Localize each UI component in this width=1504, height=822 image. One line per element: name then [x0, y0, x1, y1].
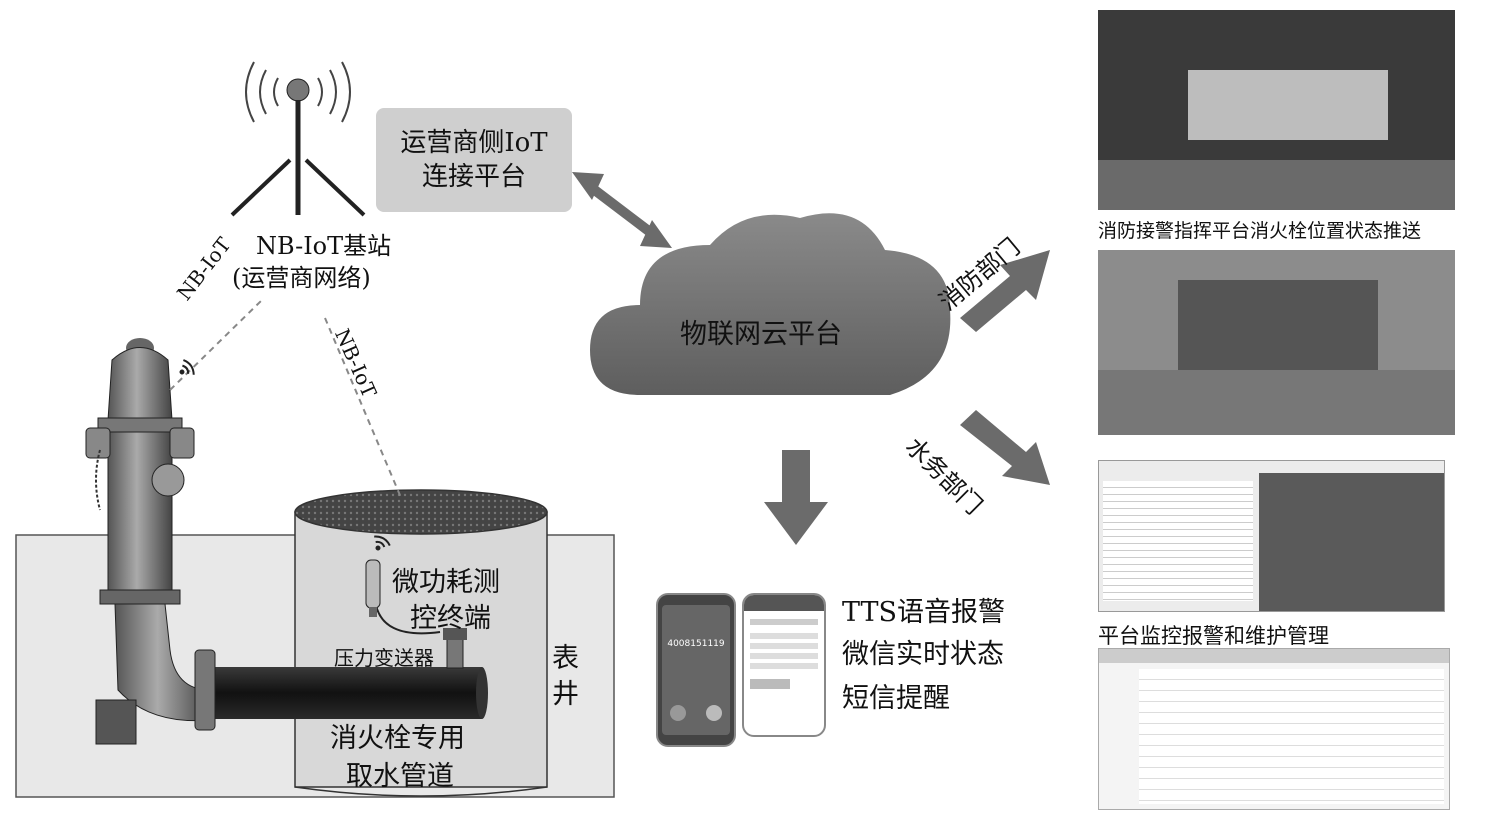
nbiot-link-hydrant — [169, 299, 263, 391]
maintenance-screenshot — [1098, 648, 1450, 810]
bidirectional-arrow — [572, 172, 672, 248]
alert-sms: 短信提醒 — [842, 683, 950, 714]
pipe-label: 消火栓专用 — [330, 723, 465, 754]
pipe-sublabel: 取水管道 — [346, 761, 454, 792]
decline-icon — [670, 705, 686, 721]
operator-platform-line1: 运营商侧IoT — [400, 128, 548, 158]
command-center-caption: 消防接警指挥平台消火栓位置状态推送 — [1098, 220, 1422, 242]
phone-call-screen: 4008151119 — [656, 593, 736, 747]
alert-tts: TTS语音报警 — [842, 597, 1006, 628]
meter-well-char2: 井 — [552, 679, 579, 710]
pressure-transmitter-label: 压力变送器 — [334, 646, 434, 670]
firefighters-photo — [1098, 250, 1455, 435]
meter-well-char1: 表 — [552, 643, 579, 674]
meter-well-cylinder — [294, 489, 548, 797]
signal-icon — [374, 535, 391, 551]
monitoring-screenshot — [1098, 460, 1445, 612]
terminal-device — [365, 559, 381, 617]
base-station-label: NB-IoT基站 — [256, 232, 392, 260]
terminal-sublabel: 控终端 — [410, 603, 491, 634]
operator-platform-line2: 连接平台 — [421, 162, 526, 192]
water-pipe — [200, 667, 488, 719]
base-station-sublabel: (运营商网络) — [232, 264, 371, 292]
signal-icon — [179, 359, 195, 375]
phone-wechat-screen — [742, 593, 826, 737]
pressure-transmitter — [443, 628, 467, 669]
antenna-tower — [230, 61, 366, 217]
command-center-photo — [1098, 10, 1455, 210]
arrow-water-dept — [960, 410, 1050, 485]
phone-number: 4008151119 — [667, 639, 725, 649]
cloud-label: 物联网云平台 — [680, 319, 842, 350]
operator-platform-box: 运营商侧IoT 连接平台 — [376, 108, 572, 212]
cloud-shape — [590, 213, 951, 395]
arrow-fire-dept — [960, 250, 1050, 332]
fire-hydrant — [85, 338, 216, 745]
down-arrow — [764, 450, 828, 545]
accept-icon — [706, 705, 722, 721]
terminal-label: 微功耗测 — [392, 567, 500, 598]
alert-wechat: 微信实时状态 — [842, 639, 1004, 670]
monitoring-caption: 平台监控报警和维护管理 — [1098, 624, 1329, 648]
